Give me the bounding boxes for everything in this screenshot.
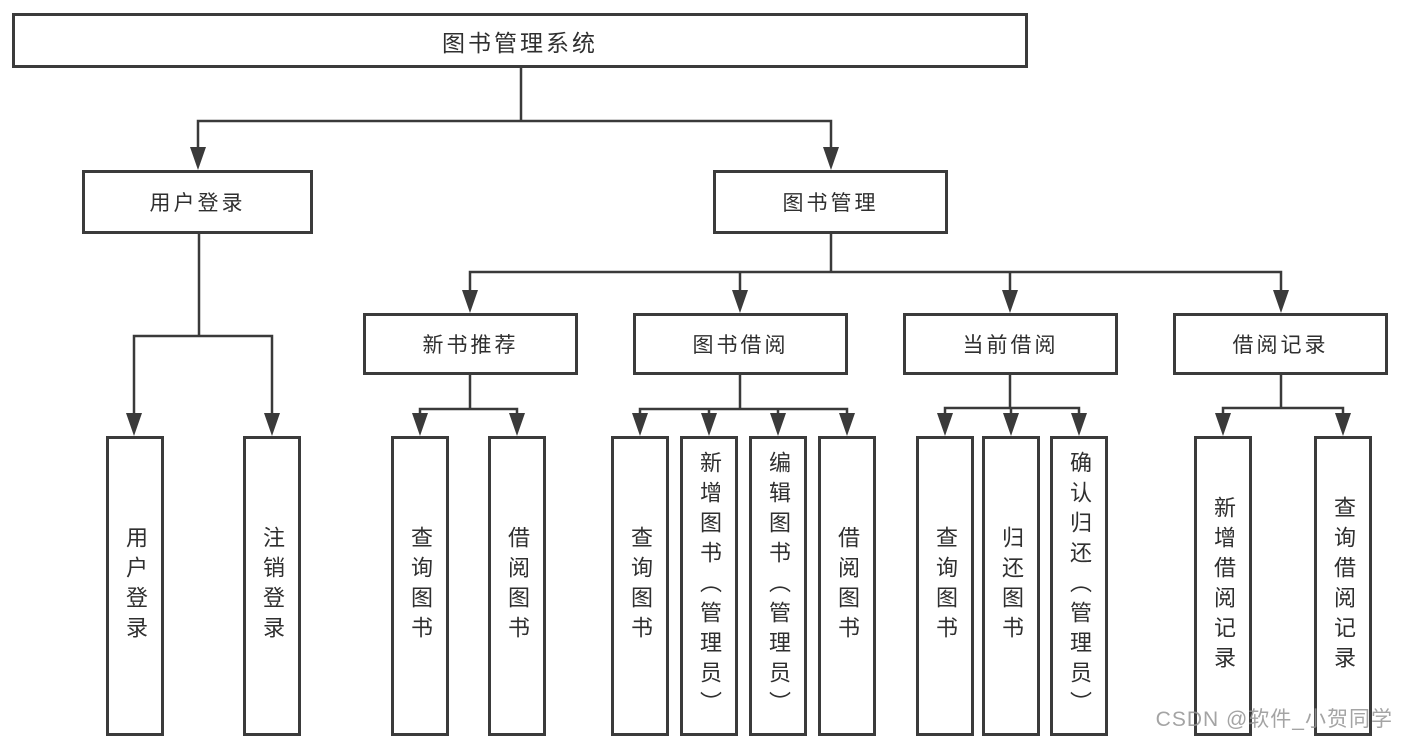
leaf-logout: 注销登录 (243, 436, 301, 736)
leaf-label-query-borrow-record: 查询借阅记录 (1331, 496, 1356, 676)
leaf-label-borrow-books-recommend: 借阅图书 (505, 526, 530, 646)
leaf-label-borrow-books: 借阅图书 (835, 526, 860, 646)
csdn-watermark: CSDN @软件_小贺同学 (1155, 708, 1393, 731)
node-current-borrow: 当前借阅 (903, 313, 1118, 375)
leaf-label-add-book-admin: 新增图书（管理员） (697, 451, 722, 721)
node-label-current-borrow: 当前借阅 (962, 334, 1059, 357)
leaf-query-borrow-record: 查询借阅记录 (1314, 436, 1372, 736)
node-book-management: 图书管理 (713, 170, 948, 234)
leaf-label-user-login: 用户登录 (123, 526, 148, 646)
leaf-label-confirm-return-admin: 确认归还（管理员） (1067, 451, 1092, 721)
leaf-query-books-borrow: 查询图书 (611, 436, 669, 736)
leaf-query-books-current: 查询图书 (916, 436, 974, 736)
leaf-label-query-books-borrow: 查询图书 (628, 526, 653, 646)
leaf-user-login: 用户登录 (106, 436, 164, 736)
node-book-borrow: 图书借阅 (633, 313, 848, 375)
node-label-book-management: 图书管理 (782, 192, 879, 215)
node-label-borrow-record: 借阅记录 (1232, 334, 1329, 357)
node-library-system: 图书管理系统 (12, 13, 1028, 68)
node-label-new-book-recommend: 新书推荐 (422, 334, 519, 357)
node-label-book-borrow: 图书借阅 (692, 334, 789, 357)
leaf-edit-book-admin: 编辑图书（管理员） (749, 436, 807, 736)
leaf-borrow-books: 借阅图书 (818, 436, 876, 736)
leaf-label-query-books-current: 查询图书 (933, 526, 958, 646)
leaf-label-return-book: 归还图书 (999, 526, 1024, 646)
node-label-library-system: 图书管理系统 (442, 29, 598, 56)
leaf-borrow-books-recommend: 借阅图书 (488, 436, 546, 736)
leaf-label-logout: 注销登录 (260, 526, 285, 646)
leaf-confirm-return-admin: 确认归还（管理员） (1050, 436, 1108, 736)
leaf-return-book: 归还图书 (982, 436, 1040, 736)
leaf-add-book-admin: 新增图书（管理员） (680, 436, 738, 736)
node-label-user-login: 用户登录 (149, 192, 246, 215)
arrowheads (126, 147, 1351, 436)
leaf-label-edit-book-admin: 编辑图书（管理员） (766, 451, 791, 721)
leaf-label-add-borrow-record: 新增借阅记录 (1211, 496, 1236, 676)
node-new-book-recommend: 新书推荐 (363, 313, 578, 375)
node-borrow-record: 借阅记录 (1173, 313, 1388, 375)
connector-lines (132, 66, 1345, 417)
leaf-query-books-recommend: 查询图书 (391, 436, 449, 736)
node-user-login: 用户登录 (82, 170, 313, 234)
leaf-label-query-books-recommend: 查询图书 (408, 526, 433, 646)
leaf-add-borrow-record: 新增借阅记录 (1194, 436, 1252, 736)
